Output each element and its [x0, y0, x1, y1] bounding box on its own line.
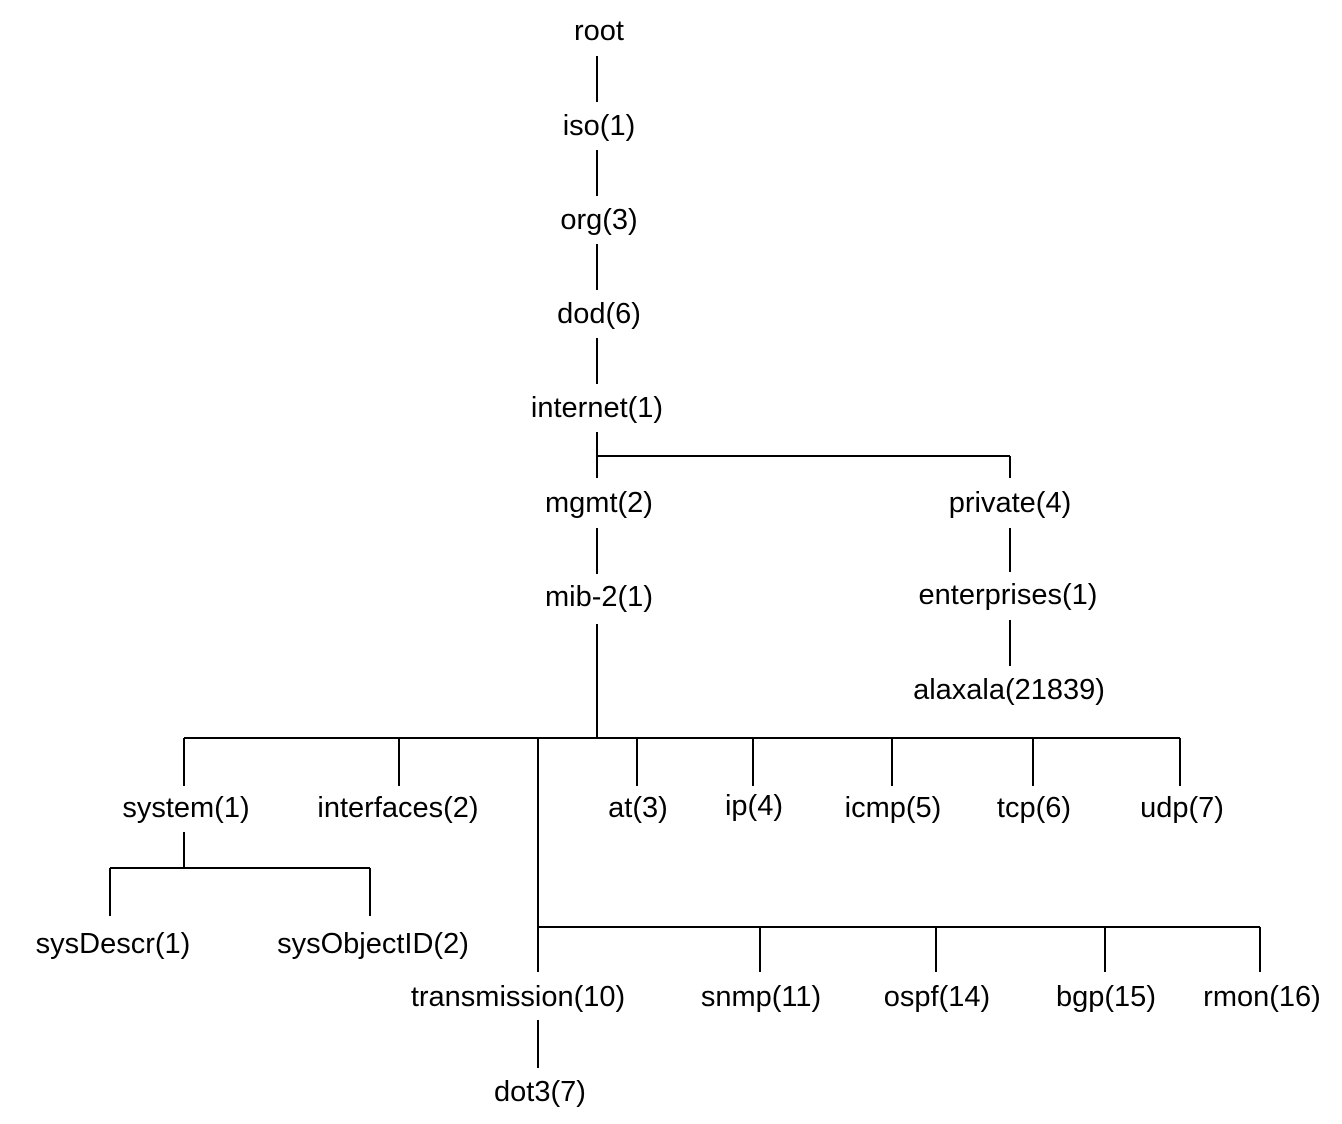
node-dot3: dot3(7) [494, 1076, 586, 1108]
node-at: at(3) [608, 792, 668, 824]
node-internet: internet(1) [531, 392, 663, 424]
node-sysobjectid: sysObjectID(2) [277, 928, 469, 960]
node-ospf: ospf(14) [884, 981, 990, 1013]
node-alaxala: alaxala(21839) [913, 674, 1105, 706]
node-bgp: bgp(15) [1056, 981, 1156, 1013]
node-ip: ip(4) [725, 790, 783, 822]
node-iso: iso(1) [563, 110, 636, 142]
node-mgmt: mgmt(2) [545, 487, 653, 519]
node-dod: dod(6) [557, 298, 641, 330]
node-root: root [574, 15, 624, 47]
node-org: org(3) [560, 204, 637, 236]
node-sysdescr: sysDescr(1) [36, 928, 191, 960]
node-snmp: snmp(11) [701, 981, 821, 1013]
node-interfaces: interfaces(2) [317, 792, 478, 824]
node-private: private(4) [949, 487, 1072, 519]
node-tcp: tcp(6) [997, 792, 1071, 824]
node-rmon: rmon(16) [1203, 981, 1321, 1013]
node-mib2: mib-2(1) [545, 581, 653, 613]
tree-connectors [109, 56, 1261, 1068]
tree-labels: root iso(1) org(3) dod(6) internet(1) mg… [36, 15, 1321, 1108]
node-system: system(1) [122, 792, 249, 824]
node-udp: udp(7) [1140, 792, 1224, 824]
node-transmission: transmission(10) [411, 981, 625, 1013]
node-icmp: icmp(5) [845, 792, 942, 824]
node-enterprises: enterprises(1) [919, 579, 1098, 611]
